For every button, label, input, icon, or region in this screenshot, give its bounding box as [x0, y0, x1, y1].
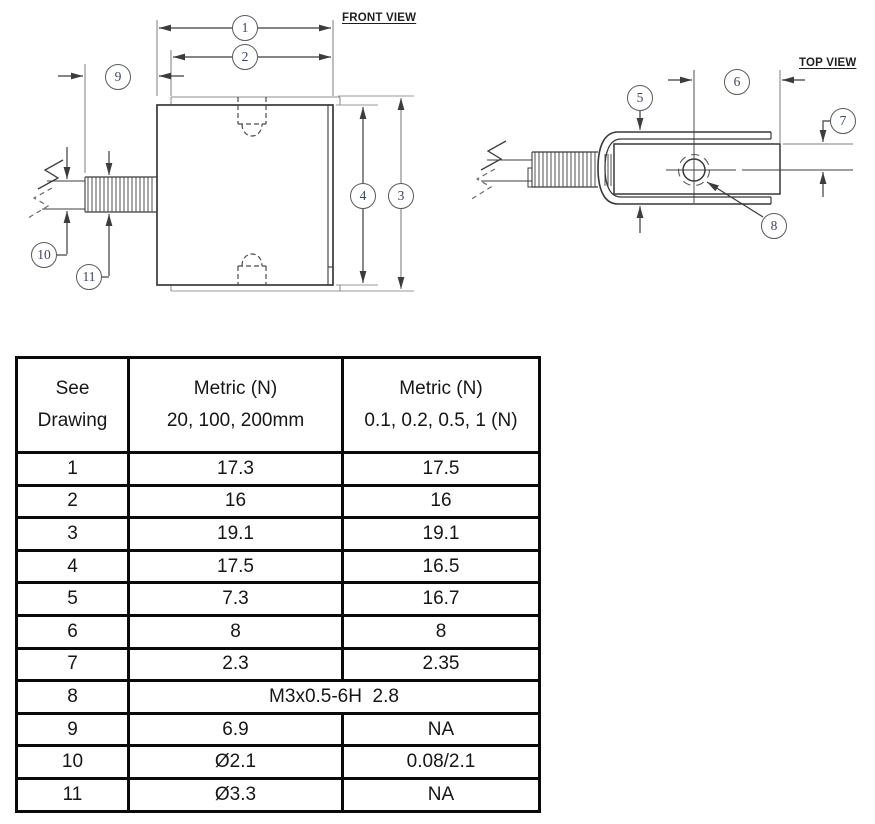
- cell-ref: 6: [15, 613, 130, 650]
- table-row: 11 Ø3.3 NA: [15, 776, 541, 813]
- balloon-5: 5: [627, 85, 653, 111]
- threaded-rod: [84, 176, 157, 213]
- cell-metric-small: 2.35: [341, 646, 541, 683]
- balloon-6: 6: [724, 69, 750, 95]
- balloon-1: 1: [232, 15, 258, 41]
- cell-metric-large: 16: [127, 483, 344, 520]
- cell-metric-large: 7.3: [127, 581, 344, 617]
- col-header-see-drawing: See Drawing: [15, 356, 130, 454]
- balloon-11: 11: [76, 264, 102, 290]
- table-header-row: See Drawing Metric (N) 20, 100, 200mm Me…: [15, 356, 541, 454]
- cell-metric-small: 16: [341, 483, 541, 520]
- tapped-hole: [666, 70, 853, 203]
- cell-ref: 2: [15, 483, 130, 520]
- cable-break: [27, 159, 85, 219]
- balloon-7: 7: [830, 108, 856, 134]
- cell-ref: 7: [15, 646, 130, 683]
- table-row: 8 M3x0.5-6H 2.8: [15, 679, 541, 715]
- cell-ref: 11: [15, 776, 130, 813]
- table-row: 10 Ø2.1 0.08/2.1: [15, 744, 541, 780]
- cell-thread-spec: M3x0.5-6H 2.8: [127, 679, 541, 715]
- top-view-drawing: [469, 70, 853, 233]
- tapped-hole-bottom: [237, 253, 267, 285]
- cell-metric-large: 17.3: [127, 451, 344, 487]
- table-row: 3 19.1 19.1: [15, 516, 541, 552]
- cell-ref: 5: [15, 581, 130, 617]
- table-row: 4 17.5 16.5: [15, 548, 541, 585]
- cell-ref: 9: [15, 711, 130, 748]
- cell-metric-large: 2.3: [127, 646, 344, 683]
- balloon-2: 2: [232, 44, 258, 70]
- table-row: 9 6.9 NA: [15, 711, 541, 748]
- balloon-9: 9: [105, 64, 131, 90]
- plate-edges: [170, 96, 341, 291]
- clevis-outline: [597, 131, 781, 205]
- cell-metric-large: 6.9: [127, 711, 344, 748]
- threaded-rod-top: [527, 151, 598, 188]
- cell-ref: 8: [15, 679, 130, 715]
- cell-metric-small: 19.1: [341, 516, 541, 552]
- rod-stub: [604, 154, 612, 186]
- extension-lines: [84, 20, 414, 292]
- body-outline: [156, 104, 334, 286]
- front-view-label: FRONT VIEW: [342, 12, 417, 24]
- table-row: 1 17.3 17.5: [15, 451, 541, 487]
- cell-ref: 4: [15, 548, 130, 585]
- dimension-table: See Drawing Metric (N) 20, 100, 200mm Me…: [15, 356, 541, 813]
- cell-metric-large: 8: [127, 613, 344, 650]
- balloon-8: 8: [761, 213, 787, 239]
- table-row: 5 7.3 16.7: [15, 581, 541, 617]
- table-row: 7 2.3 2.35: [15, 646, 541, 683]
- cell-metric-small: NA: [341, 776, 541, 813]
- table-row: 6 8 8: [15, 613, 541, 650]
- top-view-label: TOP VIEW: [799, 57, 857, 69]
- cell-metric-small: NA: [341, 711, 541, 748]
- cell-metric-small: 8: [341, 613, 541, 650]
- front-view-drawing: [27, 20, 414, 292]
- col-header-metric-large: Metric (N) 20, 100, 200mm: [127, 356, 344, 454]
- cell-metric-large: 17.5: [127, 548, 344, 585]
- balloon-10: 10: [31, 242, 57, 268]
- cell-ref: 1: [15, 451, 130, 487]
- cell-metric-small: 0.08/2.1: [341, 744, 541, 780]
- balloon-3: 3: [388, 183, 414, 209]
- dimension-lines: [57, 24, 405, 289]
- cell-metric-small: 16.7: [341, 581, 541, 617]
- table-row: 2 16 16: [15, 483, 541, 520]
- cell-ref: 10: [15, 744, 130, 780]
- extension-lines-top: [779, 70, 853, 145]
- balloon-4: 4: [350, 183, 376, 209]
- cell-ref: 3: [15, 516, 130, 552]
- tapped-hole-top: [237, 97, 267, 137]
- dimension-lines-top: [636, 76, 831, 233]
- cell-metric-small: 17.5: [341, 451, 541, 487]
- col-header-metric-small: Metric (N) 0.1, 0.2, 0.5, 1 (N): [341, 356, 541, 454]
- cable-break-top: [469, 140, 532, 201]
- cell-metric-small: 16.5: [341, 548, 541, 585]
- cell-metric-large: Ø3.3: [127, 776, 344, 813]
- cell-metric-large: 19.1: [127, 516, 344, 552]
- cell-metric-large: Ø2.1: [127, 744, 344, 780]
